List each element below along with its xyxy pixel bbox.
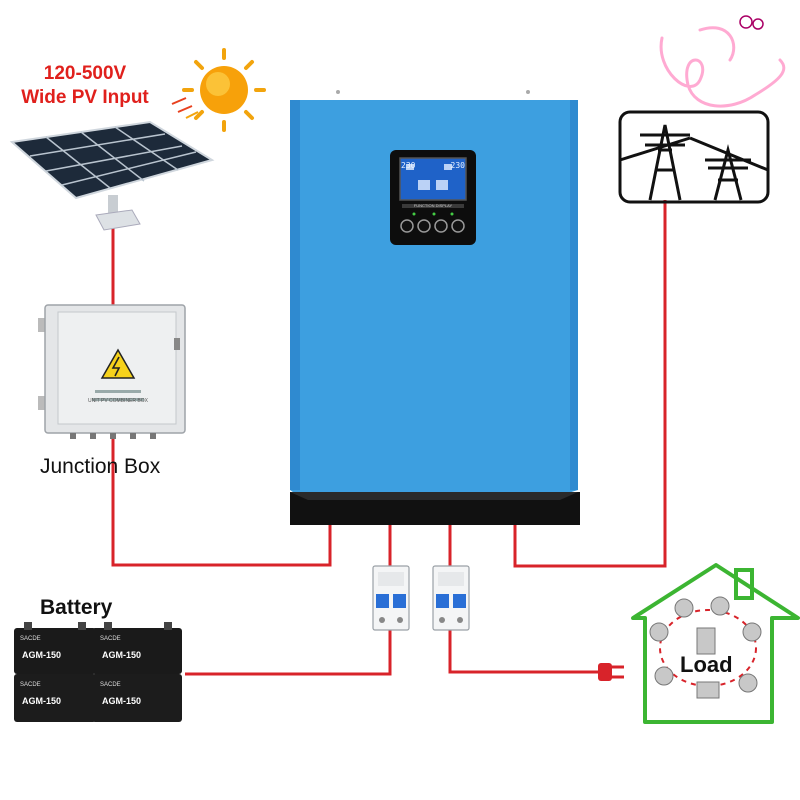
battery-brand: SACDE [20, 682, 41, 688]
battery-brand: SACDE [100, 636, 121, 642]
inverter-buttons [400, 219, 465, 233]
battery-brand: SACDE [20, 636, 41, 642]
breaker-icon [372, 565, 410, 631]
grid-wire [513, 200, 667, 568]
grid-tower-icon [618, 110, 770, 204]
solar-panel-icon [9, 120, 215, 231]
junction-box-plate: UNIT PV COMBINER BOX [88, 398, 148, 404]
inverter-button-1[interactable] [400, 219, 414, 233]
sun-icon [171, 48, 266, 132]
junction-box-icon [38, 304, 186, 439]
load-label: Load [680, 652, 733, 677]
inverter-unit [290, 90, 580, 525]
house-icon [631, 563, 800, 724]
pv-to-inverter-wire [111, 430, 332, 567]
junction-box-label: Junction Box [40, 455, 161, 478]
lcd-readout: 230 230 [401, 161, 465, 170]
wiring [111, 200, 667, 676]
doodle-icon [659, 15, 786, 108]
battery-brand: SACDE [100, 682, 121, 688]
battery-label: Battery [40, 596, 113, 619]
lcd-left-value: 230 [401, 161, 416, 170]
battery-model: AGM-150 [102, 650, 142, 660]
inverter-button-4[interactable] [451, 219, 465, 233]
battery-model: AGM-150 [22, 650, 62, 660]
battery-model: AGM-150 [22, 696, 62, 706]
battery-icon [14, 622, 182, 722]
pv-voltage-range: 120-500V [43, 63, 127, 84]
breaker2-load-wire [448, 630, 600, 674]
battery-breaker-wire [185, 630, 392, 676]
pv-input-caption: Wide PV Input [21, 87, 149, 108]
inverter-button-3[interactable] [434, 219, 448, 233]
display-caption: FUNCTION DISPLAY [413, 203, 453, 208]
plug-icon [598, 663, 624, 681]
breaker-icon [432, 565, 470, 631]
lcd-right-value: 230 [450, 161, 465, 170]
battery-model: AGM-150 [102, 696, 142, 706]
inverter-button-2[interactable] [417, 219, 431, 233]
pv-input-label: 120-500V Wide PV Input [0, 62, 170, 110]
